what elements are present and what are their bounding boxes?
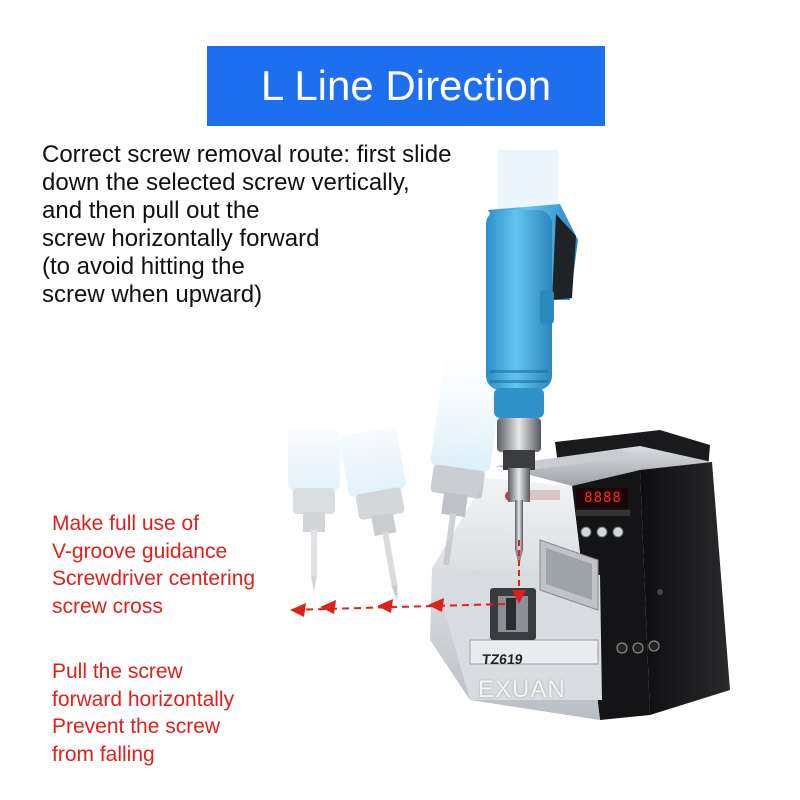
callout-line: V-groove guidance: [52, 539, 228, 563]
machine-model-label: TZ619: [481, 651, 524, 667]
callout-line: from falling: [52, 742, 155, 766]
callout-line: screw cross: [52, 594, 163, 618]
page-title: L Line Direction: [260, 62, 552, 109]
callout-pull-forward: Pull the screw forward horizontally Prev…: [52, 658, 312, 768]
callout-groove-guidance: Make full use of V-groove guidance Screw…: [52, 510, 312, 620]
description-line: Correct screw removal route: first slide: [42, 141, 452, 168]
description-line: down the selected screw vertically,: [42, 169, 410, 196]
title-banner-bg: [207, 46, 605, 126]
brand-watermark: EXUAN: [478, 676, 566, 703]
callout-line: Screwdriver centering: [52, 567, 256, 590]
electric-screwdriver-icon: [486, 150, 578, 566]
callout-line: Pull the screw: [52, 660, 183, 683]
description-line: screw horizontally forward: [42, 225, 320, 252]
screw-feeder-machine-icon: [430, 430, 730, 720]
description-line: screw when upward): [42, 281, 263, 308]
description-text: Correct screw removal route: first slide…: [42, 141, 562, 309]
callout-line: Make full use of: [52, 512, 200, 535]
description-line: and then pull out the: [42, 197, 260, 224]
callout-line: forward horizontally: [52, 687, 235, 711]
machine-display: 8888: [584, 490, 622, 506]
pull-direction-arrow-icon: [289, 540, 526, 617]
description-line: (to avoid hitting the: [42, 253, 245, 280]
callout-line: Prevent the screw: [52, 715, 221, 738]
